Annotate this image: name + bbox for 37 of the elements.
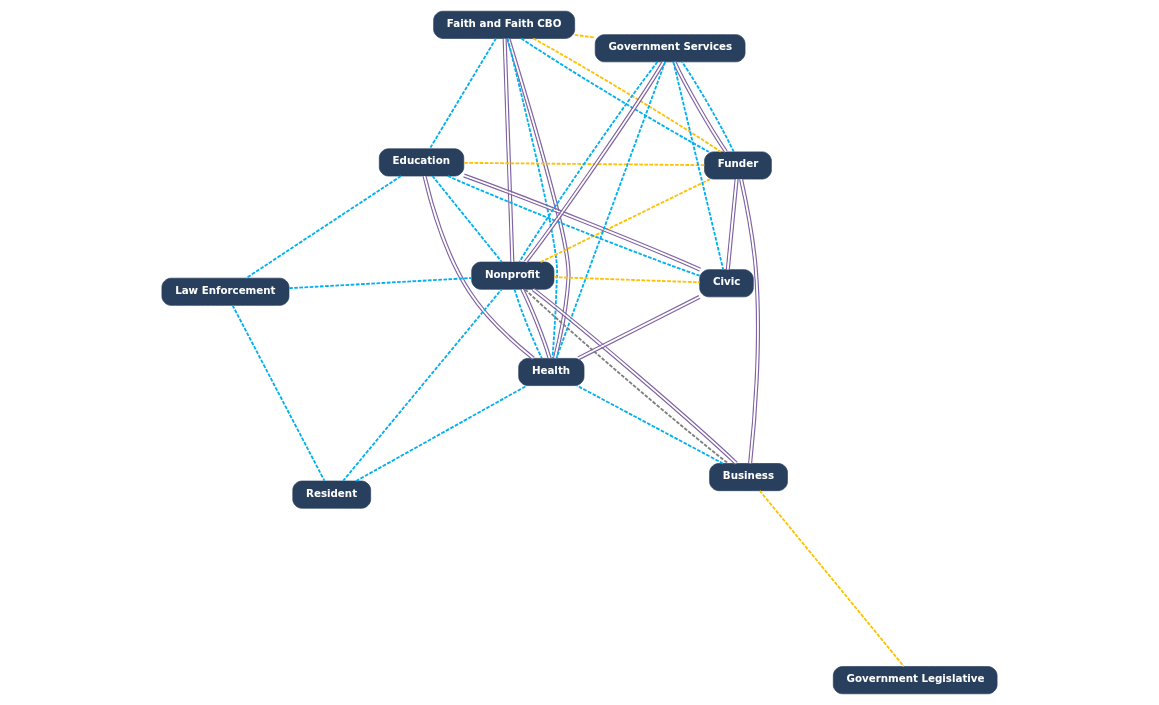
node-box: Government Services	[594, 34, 746, 63]
connector	[573, 33, 596, 39]
connector	[513, 288, 543, 360]
connector	[577, 295, 701, 361]
connector	[506, 37, 558, 360]
connector	[428, 37, 497, 150]
node-box: Government Legislative	[832, 666, 998, 695]
node-box: Business	[709, 463, 788, 492]
connector	[342, 288, 503, 482]
connector	[539, 178, 712, 263]
connector	[555, 61, 667, 359]
connector	[575, 384, 724, 465]
connector	[431, 175, 503, 263]
node-box: Education	[378, 148, 465, 177]
connector	[725, 178, 739, 271]
node-box: Funder	[704, 151, 772, 180]
node-box: Faith and Faith CBO	[433, 10, 575, 39]
node-box: Health	[518, 358, 585, 386]
connector	[553, 276, 701, 284]
connector	[463, 161, 706, 167]
node-box: Resident	[292, 480, 371, 509]
connector	[231, 304, 326, 482]
connector	[502, 38, 515, 263]
connector	[758, 489, 905, 668]
connector	[245, 175, 402, 280]
connector	[422, 175, 535, 361]
connector	[739, 178, 761, 465]
connector	[288, 277, 473, 290]
connector	[672, 61, 725, 271]
connector	[355, 384, 528, 482]
node-box: Civic	[699, 269, 754, 298]
connector	[506, 37, 571, 360]
connector	[520, 288, 552, 360]
node-box: Nonprofit	[471, 261, 555, 290]
connector	[672, 60, 728, 154]
node-box: Law Enforcement	[161, 277, 290, 306]
connector	[681, 60, 735, 153]
